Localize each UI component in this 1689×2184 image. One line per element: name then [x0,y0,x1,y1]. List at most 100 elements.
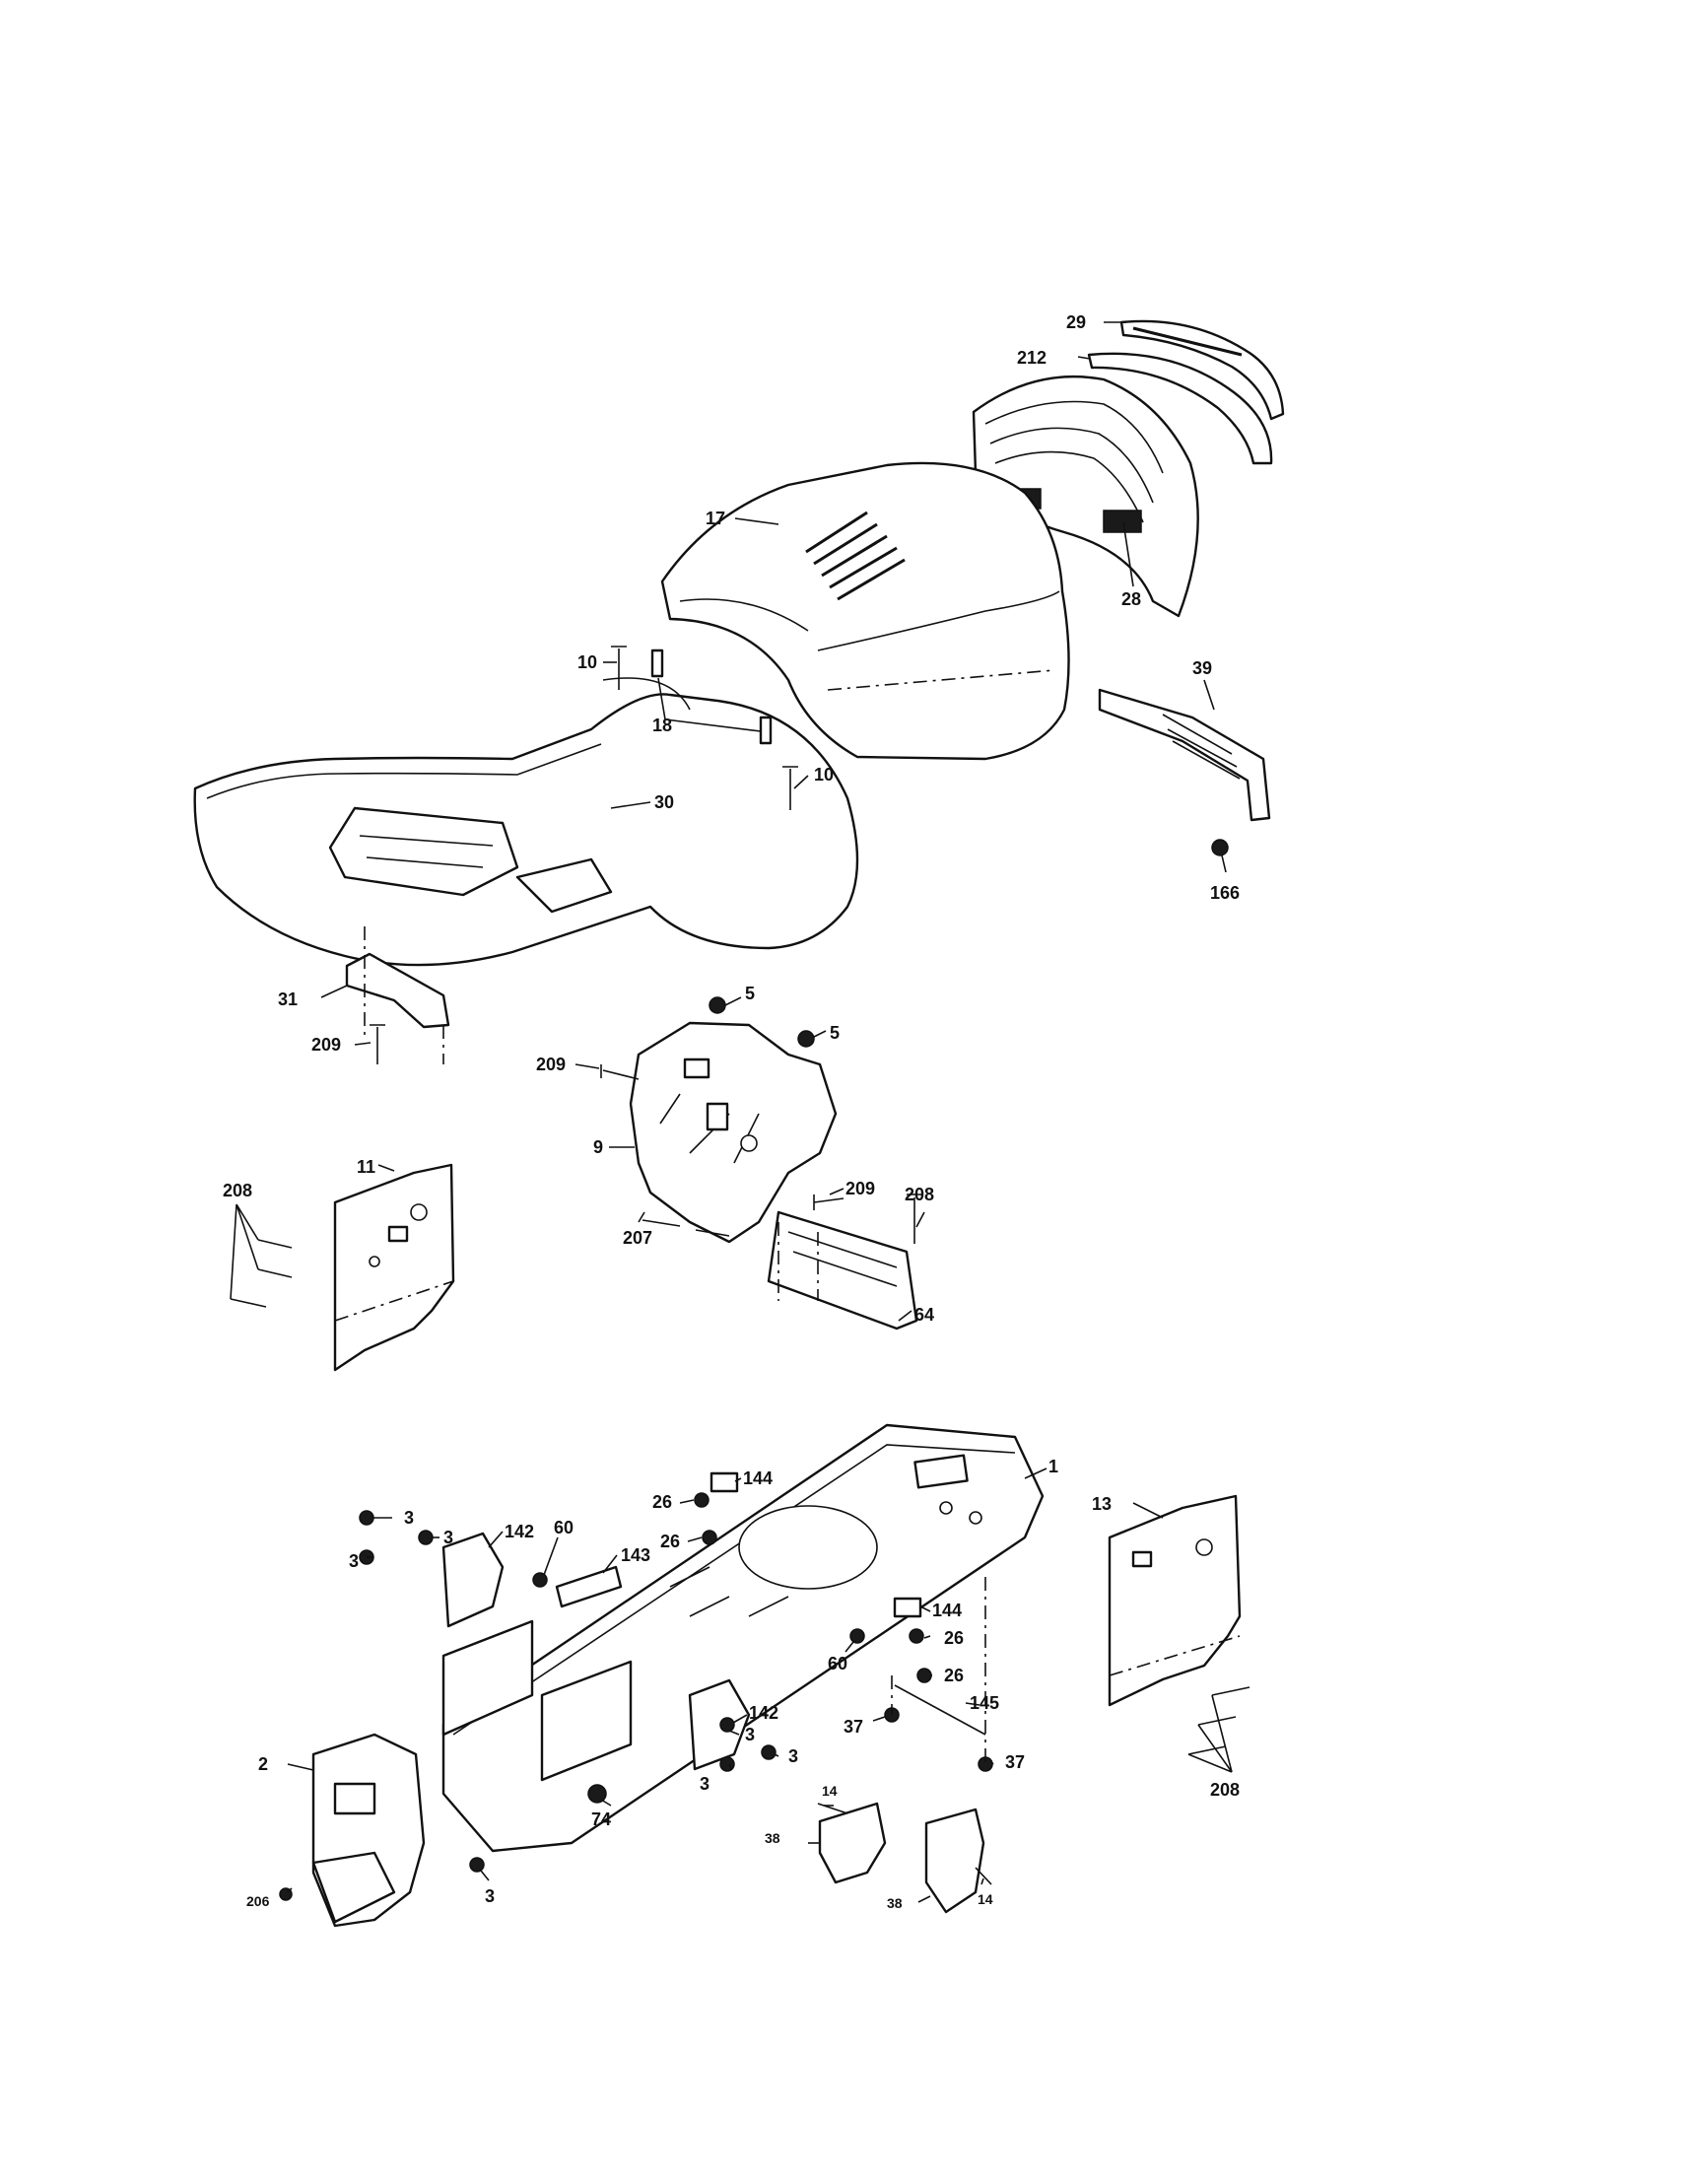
callout-1: 1 [1048,1457,1058,1476]
part-39-bracket [1098,688,1271,822]
callout-5b: 5 [830,1023,840,1043]
callout-3f: 3 [700,1774,709,1794]
part-208-screw-b [907,1194,922,1244]
callout-60a: 60 [554,1518,574,1537]
callout-9: 9 [593,1137,603,1157]
part-26-nut-d [916,1668,932,1683]
part-11-side-panel [333,1163,455,1372]
callout-3c: 3 [349,1551,359,1571]
part-10-screw-a [611,646,627,690]
callout-145: 145 [970,1693,999,1713]
callout-10b: 10 [814,765,834,785]
part-10-screw-b [782,766,798,810]
callout-209b: 209 [536,1055,566,1074]
callout-64: 64 [914,1305,934,1325]
callout-3e: 3 [788,1746,798,1766]
callout-17: 17 [706,509,725,528]
callout-2: 2 [258,1754,268,1774]
part-26-nut-a [694,1492,709,1508]
part-208-screw-c3 [1187,1745,1227,1755]
part-14-spring-b [975,1867,992,1885]
callout-74: 74 [591,1809,611,1829]
callout-208c: 208 [1210,1780,1240,1800]
frame-assembly [279,1423,1250,1928]
callout-38a: 38 [765,1830,780,1846]
part-209-screw-c [813,1194,844,1210]
part-208-screw-a2 [257,1268,293,1278]
callout-14a: 14 [822,1783,838,1799]
callout-37b: 37 [1005,1752,1025,1772]
part-3-bolt-f [719,1756,735,1772]
part-3-bolt-g [469,1857,485,1873]
callout-29: 29 [1066,312,1086,332]
part-142-bracket-a [441,1532,505,1628]
callout-11: 11 [357,1157,375,1177]
hood-assembly [193,319,1285,1064]
part-166-nut [1211,839,1229,856]
callout-38b: 38 [887,1895,903,1911]
part-30-fender [193,693,859,967]
frame-plate-mid [540,1660,633,1782]
leader-lines [230,321,1233,1903]
part-60-bolt-a [532,1572,548,1588]
part-29-trim [1119,319,1285,421]
part-208-screw-a3 [230,1298,267,1308]
callout-142a: 142 [505,1522,534,1541]
part-18-pin-a [650,648,664,678]
callout-3b: 3 [443,1528,453,1547]
callout-5a: 5 [745,984,755,1003]
part-9-dash-panel [629,1021,838,1244]
part-208-screw-a1 [257,1239,293,1249]
callout-60b: 60 [828,1654,847,1673]
callout-209c: 209 [845,1179,875,1198]
callout-37a: 37 [844,1717,863,1737]
part-209-screw-a [370,1024,385,1064]
callout-144a: 144 [743,1468,773,1488]
part-26-nut-b [702,1530,717,1545]
callout-3a: 3 [404,1508,414,1528]
part-209-screw-b [600,1064,640,1080]
part-3-bolt-e [761,1744,777,1760]
callout-26d: 26 [944,1666,964,1685]
callout-144b: 144 [932,1601,962,1620]
callout-14b: 14 [978,1891,993,1907]
part-144-clip-a [709,1471,739,1493]
part-38-bracket-b [924,1808,985,1914]
part-60-bolt-b [849,1628,865,1644]
callout-26a: 26 [652,1492,672,1512]
callouts: 29 212 17 28 39 166 10 10 18 30 31 209 5… [223,312,1240,1911]
part-212-trim [1087,352,1273,465]
part-3-bolt-d [719,1717,735,1733]
callout-143: 143 [621,1545,650,1565]
part-64-bracket [767,1210,918,1331]
part-145-rod [894,1684,986,1736]
part-142-bracket-b [688,1678,751,1771]
callout-26b: 26 [660,1532,680,1551]
part-3-bolt-a [359,1510,374,1526]
callout-18: 18 [652,716,672,735]
callout-39: 39 [1192,658,1212,678]
part-38-bracket-a [818,1802,887,1884]
callout-31: 31 [278,990,298,1009]
part-74-nut [587,1784,607,1804]
callout-10a: 10 [577,652,597,672]
callout-209a: 209 [311,1035,341,1055]
callout-3d: 3 [745,1725,755,1744]
callout-28: 28 [1121,589,1141,609]
part-208-screw-c2 [1197,1716,1237,1726]
callout-13: 13 [1092,1494,1112,1514]
part-13-side-panel [1108,1494,1242,1707]
frame-plate-left [441,1619,534,1737]
part-144-clip-b [893,1597,922,1618]
part-208-screw-c1 [1211,1686,1250,1696]
part-207-screw [642,1219,730,1237]
callout-166: 166 [1210,883,1240,903]
part-14-spring-a [817,1803,848,1814]
part-31-bracket [345,952,450,1029]
callout-206: 206 [246,1893,270,1909]
callout-207: 207 [623,1228,652,1248]
part-3-bolt-b [418,1530,434,1545]
callout-3g: 3 [485,1886,495,1906]
part-18-pin-b [759,716,773,745]
